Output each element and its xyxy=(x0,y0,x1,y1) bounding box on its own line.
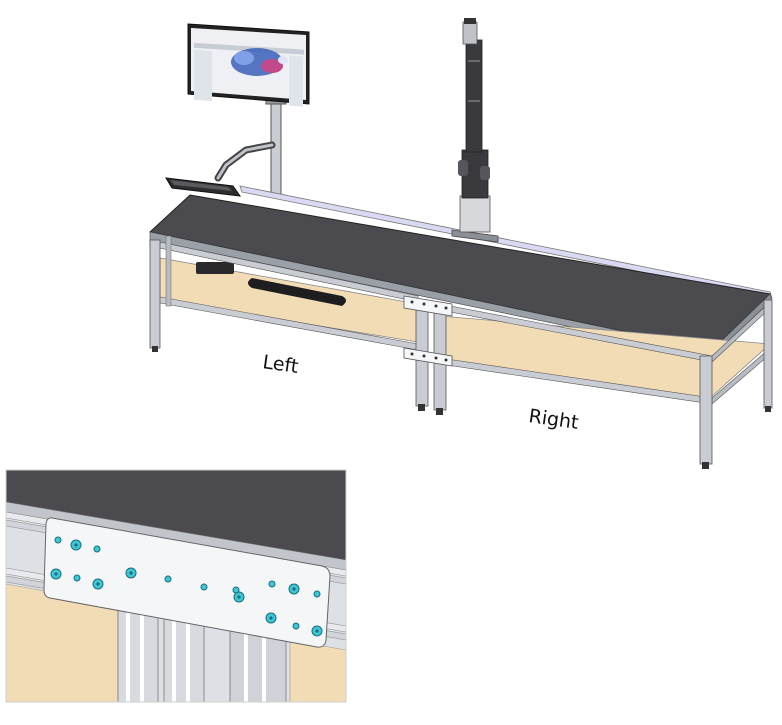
table-assembly xyxy=(148,185,773,469)
left-leg-front xyxy=(149,239,161,349)
right-leg-front xyxy=(699,355,713,465)
back-rail xyxy=(239,185,773,299)
right-label: Right xyxy=(527,405,580,434)
joint-bracket-plate xyxy=(43,517,331,648)
joint-plates xyxy=(403,295,453,367)
right-leg-rear xyxy=(763,299,773,409)
monitor-on-arm xyxy=(165,23,310,197)
left-table xyxy=(149,235,429,411)
left-label: Left xyxy=(261,351,299,378)
robot-arm xyxy=(451,18,499,243)
cad-model-icon xyxy=(231,48,288,76)
detail-inset xyxy=(5,469,347,703)
storage-tube xyxy=(248,278,346,306)
right-table xyxy=(433,299,773,469)
storage-box xyxy=(196,262,234,274)
